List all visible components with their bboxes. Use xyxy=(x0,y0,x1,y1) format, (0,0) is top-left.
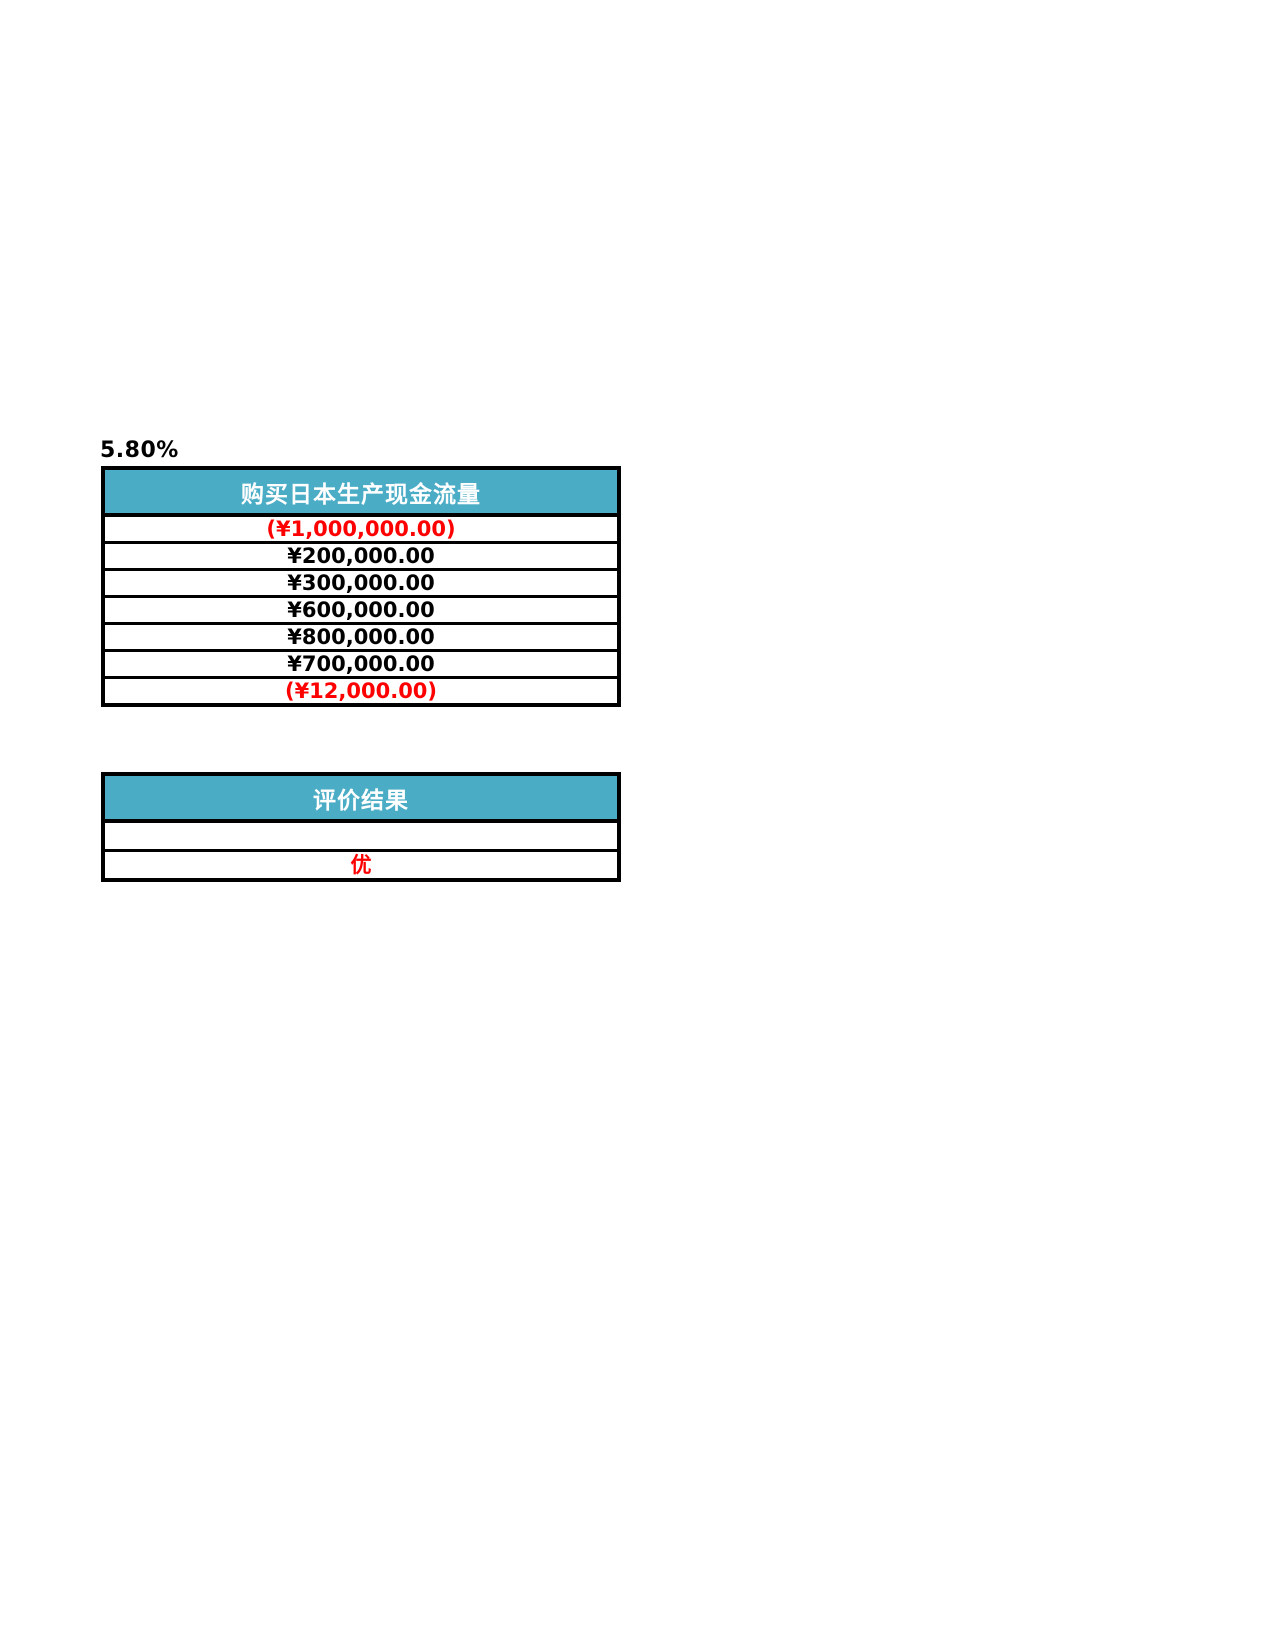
cashflow-row: ¥200,000.00 xyxy=(105,544,617,571)
discount-rate-label: 5.80% xyxy=(100,438,179,463)
cashflow-row: ¥800,000.00 xyxy=(105,625,617,652)
evaluation-result-row: 优 xyxy=(350,852,372,877)
cashflow-row: ¥600,000.00 xyxy=(105,598,617,625)
cashflow-row: ¥300,000.00 xyxy=(105,571,617,598)
cashflow-table-header: 购买日本生产现金流量 xyxy=(105,470,617,517)
cashflow-row: ¥700,000.00 xyxy=(105,652,617,679)
cashflow-table: 购买日本生产现金流量 (¥1,000,000.00) ¥200,000.00 ¥… xyxy=(101,466,621,707)
evaluation-result-table: 评价结果 优 xyxy=(101,772,621,882)
cashflow-row: (¥12,000.00) xyxy=(284,678,438,703)
cashflow-row: (¥1,000,000.00) xyxy=(105,517,617,544)
evaluation-result-row xyxy=(105,823,617,852)
evaluation-result-header: 评价结果 xyxy=(105,776,617,823)
